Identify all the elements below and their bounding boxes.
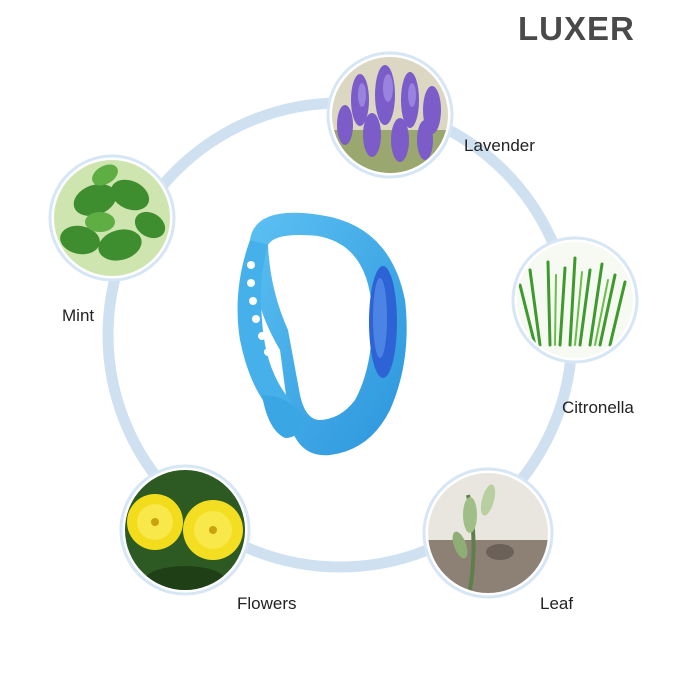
label-mint: Mint xyxy=(62,306,95,325)
mint-image xyxy=(48,154,176,282)
label-citronella: Citronella xyxy=(562,398,634,417)
label-lavender: Lavender xyxy=(464,136,535,155)
bracelet-product xyxy=(237,212,407,456)
citronella-image xyxy=(511,236,639,364)
brand-logo: LUXER xyxy=(518,10,635,47)
label-flowers: Flowers xyxy=(237,594,297,613)
lavender-image xyxy=(326,51,454,179)
leaf-image xyxy=(422,467,554,599)
flowers-image xyxy=(119,464,251,596)
label-leaf: Leaf xyxy=(540,594,574,613)
